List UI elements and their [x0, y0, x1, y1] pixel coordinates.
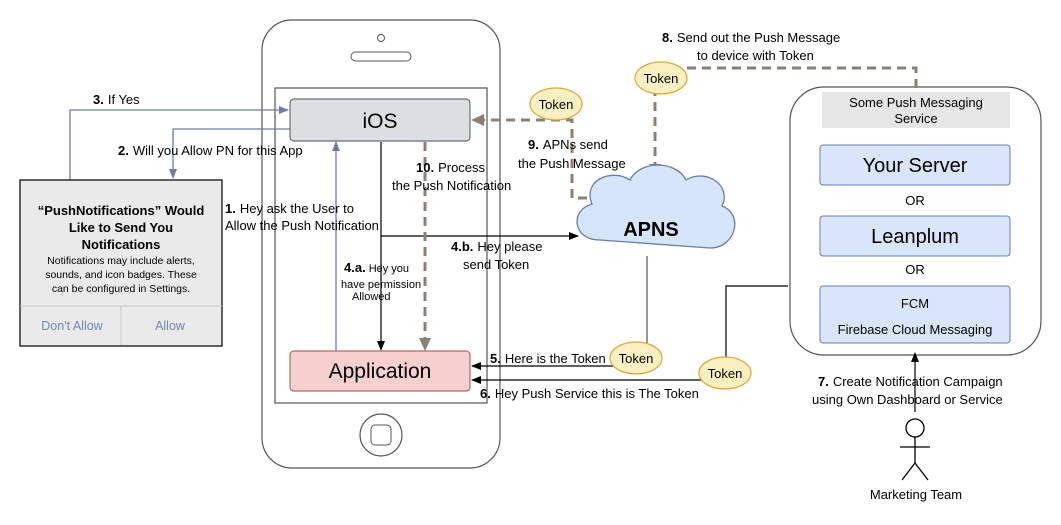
your-server-label: Your Server — [863, 155, 968, 177]
apns-label: APNS — [623, 219, 679, 241]
step4b-label-line1: 4.b.Hey please — [451, 239, 542, 254]
step9-label-line1: 9.APNs send — [528, 137, 608, 152]
fcm-box — [819, 285, 1011, 344]
allow-button[interactable]: Allow — [155, 319, 186, 333]
dialog-body-line1: Notifications may include alerts, — [47, 255, 195, 267]
home-button[interactable] — [359, 413, 403, 457]
dialog-title-line1: “PushNotifications” Would — [38, 203, 205, 218]
token-near-step8: Token — [634, 61, 688, 95]
token-bubbles: Token Token Token Token — [529, 61, 752, 390]
dialog-title-line3: Notifications — [82, 237, 161, 252]
marketing-team-actor — [900, 418, 930, 481]
step5-label: 5.Here is the Token — [490, 351, 606, 366]
step4a-label-line3: Allowed — [352, 291, 391, 303]
push-service-container: Some Push Messaging Service Your Server … — [789, 86, 1042, 356]
step4a-label-line2: have permission — [341, 279, 421, 291]
actor-head-icon — [905, 418, 925, 438]
dialog-body-line2: sounds, and icon badges. These — [45, 269, 197, 281]
token-label: Token — [619, 351, 654, 366]
or-label-2: OR — [905, 262, 925, 277]
leanplum-box — [819, 215, 1011, 257]
or-label-1: OR — [905, 193, 925, 208]
step1-label-line1: 1.Hey ask the User to — [225, 201, 354, 216]
firebase-label: Firebase Cloud Messaging — [838, 322, 993, 337]
dialog-body-line3: can be configured in Settings. — [52, 283, 190, 295]
application-label: Application — [329, 360, 432, 383]
token-label: Token — [644, 71, 679, 86]
dont-allow-button[interactable]: Don't Allow — [41, 319, 103, 333]
step8-label-line2: to device with Token — [697, 48, 814, 63]
step3-label: 3.If Yes — [93, 92, 140, 107]
apns-cloud: APNS — [576, 164, 736, 249]
token-label: Token — [539, 97, 574, 112]
service-title-line2: Service — [894, 111, 937, 126]
step7-label-line2: using Own Dashboard or Service — [812, 392, 1003, 407]
permission-dialog: “PushNotifications” Would Like to Send Y… — [19, 179, 223, 347]
service-title-line1: Some Push Messaging — [849, 95, 983, 110]
step2-arrow — [169, 128, 290, 179]
ios-label: iOS — [362, 110, 397, 133]
dashed-connectors — [419, 66, 918, 351]
leanplum-label: Leanplum — [871, 226, 959, 248]
step3-arrow — [69, 106, 289, 180]
blue-connectors — [69, 106, 340, 352]
step6-arrow — [471, 285, 788, 384]
dialog-title-line2: Like to Send You — [69, 220, 173, 235]
step10-label-line2: the Push Notification — [392, 178, 511, 193]
step2-label: 2.Will you Allow PN for this App — [118, 143, 303, 158]
step-labels: 3.If Yes 2.Will you Allow PN for this Ap… — [93, 30, 1003, 407]
token-label: Token — [708, 366, 743, 381]
step4b-label-line2: send Token — [463, 257, 529, 272]
step9-label-line2: the Push Message — [518, 156, 626, 171]
token-near-step5: Token — [609, 341, 663, 375]
step6-label: 6.Hey Push Service this is The Token — [480, 386, 699, 401]
token-near-step6: Token — [698, 356, 752, 390]
ios-box: iOS — [289, 98, 471, 142]
your-server-box — [819, 144, 1011, 186]
step1-label-line2: Allow the Push Notification — [225, 218, 379, 233]
step9-arrow — [471, 114, 602, 200]
step8-arrow — [649, 66, 918, 177]
fcm-label: FCM — [901, 296, 929, 311]
step7-label-line1: 7.Create Notification Campaign — [818, 374, 1003, 389]
step4a-label-line1: 4.a.Hey you — [344, 260, 409, 275]
step8-label-line1: 8.Send out the Push Message — [662, 30, 840, 45]
token-near-ios: Token — [529, 87, 583, 121]
application-box: Application — [289, 350, 471, 392]
marketing-team-label: Marketing Team — [870, 487, 962, 502]
step10-label-line1: 10.Process — [416, 160, 486, 175]
